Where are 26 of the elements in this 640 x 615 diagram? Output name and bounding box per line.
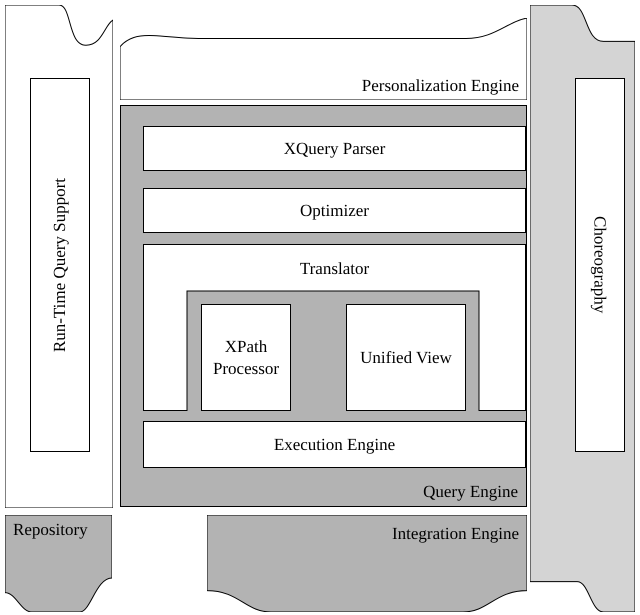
module-label: Choreography <box>590 216 611 314</box>
module-box <box>143 421 526 468</box>
module-label: Unified View <box>360 346 452 368</box>
engine-banner <box>120 18 527 100</box>
module-box <box>143 126 526 171</box>
module-box <box>30 78 90 452</box>
side-panel <box>530 5 635 612</box>
module-label: Personalization Engine <box>362 74 519 96</box>
engine-panel <box>207 515 527 612</box>
module-box <box>575 78 625 452</box>
module-box <box>143 188 526 233</box>
module-label: Integration Engine <box>392 523 519 544</box>
module-label: Query Engine <box>423 480 518 502</box>
module-label: Optimizer <box>300 200 369 222</box>
module-box <box>201 304 291 411</box>
side-panel <box>5 5 113 508</box>
module-label: Translator <box>300 258 370 280</box>
module-frame <box>143 244 526 411</box>
storage-panel <box>5 515 112 612</box>
module-label: XQuery Parser <box>284 138 386 160</box>
module-label: Run-Time Query Support <box>49 178 70 352</box>
module-box <box>346 304 466 411</box>
module-label: Execution Engine <box>274 434 396 456</box>
module-label: XPath Processor <box>212 336 280 379</box>
module-label: Repository <box>13 519 88 540</box>
engine-panel <box>120 105 527 507</box>
